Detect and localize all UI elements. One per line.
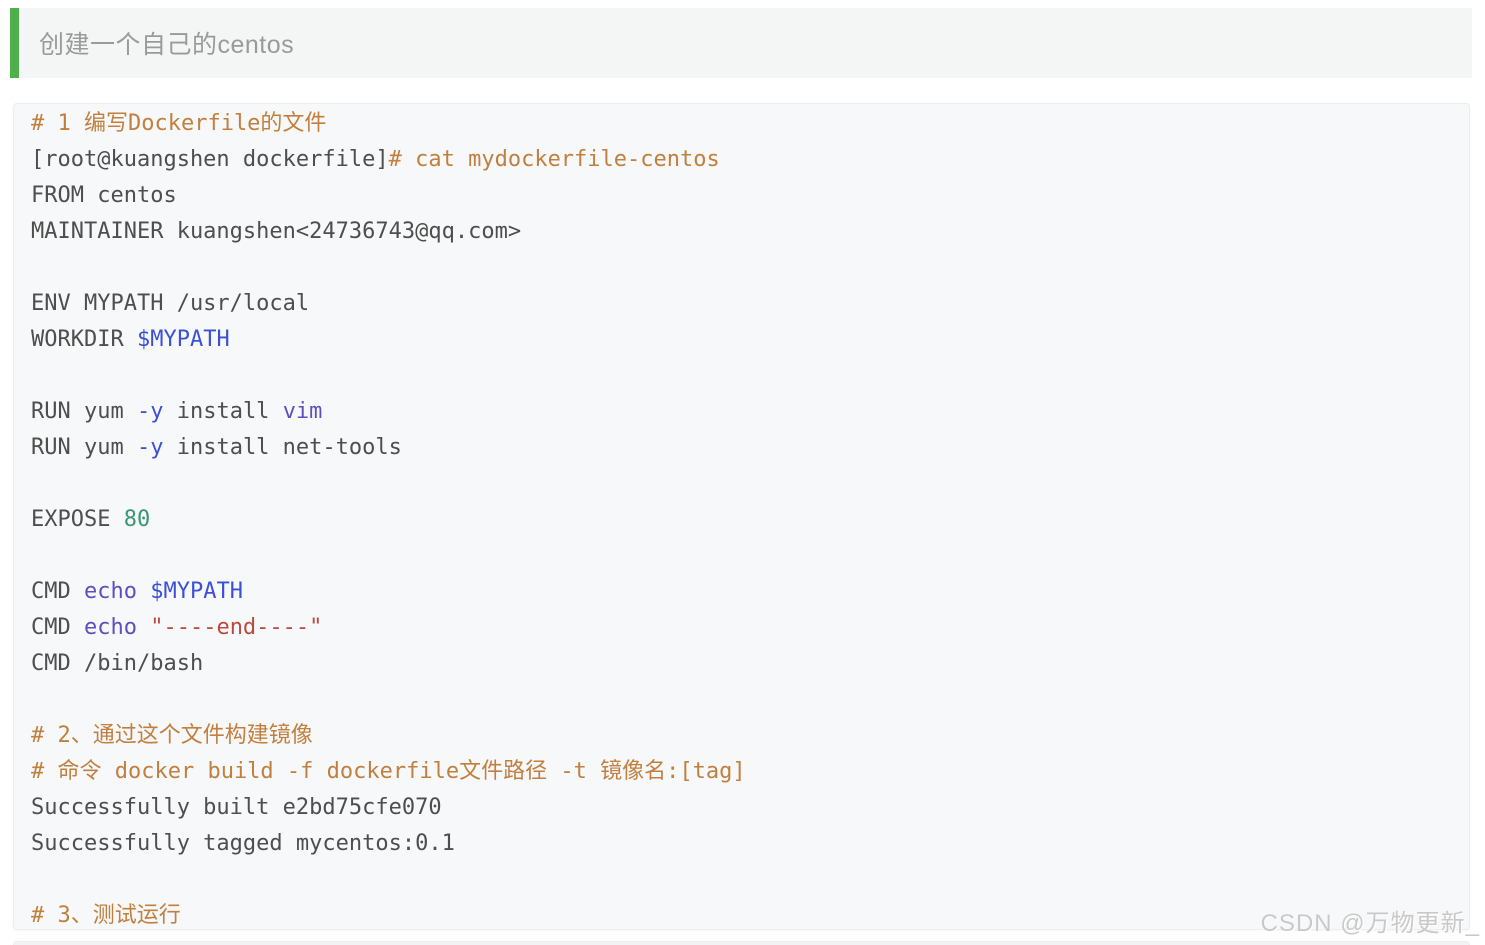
code-token-plain: CMD [31, 579, 84, 604]
code-line: CMD echo "----end----" [31, 610, 1452, 646]
code-line: EXPOSE 80 [31, 502, 1452, 538]
code-token-plain: RUN yum [31, 435, 137, 460]
code-line [31, 358, 1452, 394]
code-token-plain: Successfully built e2bd75cfe070 [31, 795, 442, 820]
code-token-plain: FROM centos [31, 183, 177, 208]
code-line [31, 682, 1452, 718]
code-line: [root@kuangshen dockerfile]# cat mydocke… [31, 142, 1452, 178]
code-line [31, 466, 1452, 502]
code-line: # 1 编写Dockerfile的文件 [31, 106, 1452, 142]
code-line: FROM centos [31, 178, 1452, 214]
code-token-comment: # 命令 docker build -f dockerfile文件路径 -t 镜… [31, 759, 746, 784]
code-line: Successfully tagged mycentos:0.1 [31, 826, 1452, 862]
code-token-plain: install [163, 399, 283, 424]
code-token-comment: # cat mydockerfile-centos [388, 147, 720, 172]
code-token-plain: [root@kuangshen dockerfile] [31, 147, 389, 172]
code-line: CMD echo $MYPATH [31, 574, 1452, 610]
code-lines: # 1 编写Dockerfile的文件 [root@kuangshen docke… [31, 106, 1452, 929]
code-token-string: "----end----" [150, 615, 323, 640]
code-token-variable: $MYPATH [150, 579, 243, 604]
code-token-plain: CMD [31, 615, 84, 640]
code-token-plain: EXPOSE [31, 507, 124, 532]
code-line: WORKDIR $MYPATH [31, 322, 1452, 358]
csdn-watermark: CSDN @万物更新_ [1260, 910, 1480, 937]
code-token-plain: WORKDIR [31, 327, 137, 352]
section-title: 创建一个自己的centos [39, 31, 295, 59]
code-token-comment: # 3、测试运行 [31, 903, 181, 928]
code-token-plain: CMD /bin/bash [31, 651, 204, 676]
code-token-keyword: echo [83, 615, 137, 640]
code-line: # 命令 docker build -f dockerfile文件路径 -t 镜… [31, 754, 1452, 790]
code-line: MAINTAINER kuangshen<24736743@qq.com> [31, 214, 1452, 250]
code-token-keyword: echo [83, 579, 137, 604]
code-line: # 3、测试运行 [31, 898, 1452, 929]
code-line: # 2、通过这个文件构建镜像 [31, 718, 1452, 754]
code-line [31, 862, 1452, 898]
code-line [31, 538, 1452, 574]
code-token-plain: install net-tools [163, 435, 402, 460]
code-line: RUN yum -y install vim [31, 394, 1452, 430]
code-line [31, 250, 1452, 286]
code-token-plain: ENV MYPATH /usr/local [31, 291, 310, 316]
code-token-plain [137, 615, 150, 640]
code-block: # 1 编写Dockerfile的文件 [root@kuangshen docke… [13, 103, 1470, 930]
code-token-variable: -y [136, 399, 164, 424]
next-block-partial [13, 941, 1470, 945]
code-token-plain: Successfully tagged mycentos:0.1 [31, 831, 455, 856]
code-token-plain: RUN yum [31, 399, 137, 424]
section-title-bar: 创建一个自己的centos [10, 8, 1472, 78]
code-token-variable: $MYPATH [136, 327, 230, 352]
code-line: RUN yum -y install net-tools [31, 430, 1452, 466]
code-line: Successfully built e2bd75cfe070 [31, 790, 1452, 826]
code-token-comment: # 1 编写Dockerfile的文件 [31, 111, 327, 136]
code-token-variable: -y [136, 435, 164, 460]
code-token-plain [137, 579, 150, 604]
code-token-number: 80 [123, 507, 151, 532]
code-token-plain: MAINTAINER kuangshen<24736743@qq.com> [31, 219, 522, 244]
code-line: ENV MYPATH /usr/local [31, 286, 1452, 322]
code-line: CMD /bin/bash [31, 646, 1452, 682]
code-token-comment: # 2、通过这个文件构建镜像 [31, 723, 313, 748]
code-token-keyword: vim [282, 399, 323, 424]
